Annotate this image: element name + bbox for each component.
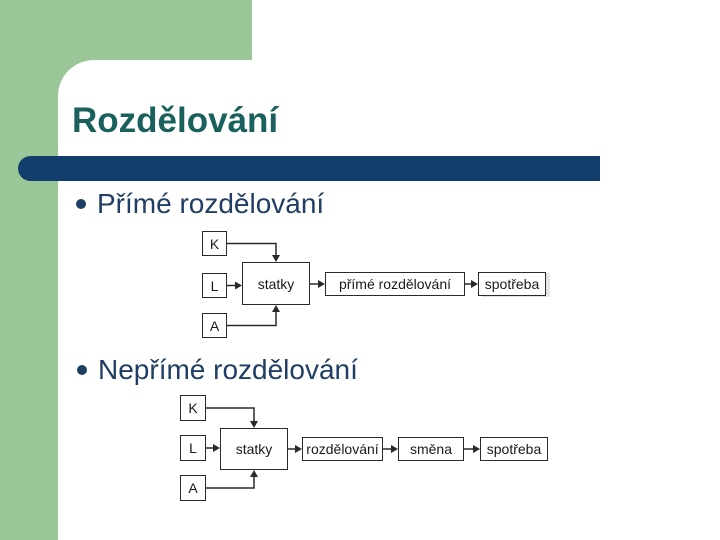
consumption-box: spotřeba [480, 437, 548, 461]
input-box-l: L [202, 273, 227, 298]
arrowhead-icons [213, 421, 480, 477]
goods-box: statky [220, 428, 288, 470]
exchange-box: směna [398, 437, 464, 461]
input-box-l: L [180, 435, 206, 461]
input-box-k: K [180, 395, 206, 421]
bullet-item-indirect: Nepřímé rozdělování [77, 356, 358, 384]
process-box: rozdělování [302, 437, 383, 461]
bullet-label: Nepřímé rozdělování [98, 354, 358, 385]
process-box: přímé rozdělování [325, 272, 465, 296]
bullet-dot-icon [76, 199, 86, 209]
input-box-a: A [202, 313, 227, 338]
input-box-a: A [180, 475, 206, 501]
bullet-dot-icon [77, 365, 87, 375]
arrowhead-icons [235, 255, 478, 312]
diagram-connectors [227, 242, 478, 327]
consumption-box: spotřeba [478, 272, 546, 296]
title-accent-bar [18, 156, 600, 181]
direct-distribution-diagram: K L A statky přímé rozdělování spotřeba [180, 228, 565, 343]
content-panel [58, 60, 720, 540]
diagram-connectors [206, 407, 480, 489]
input-box-k: K [202, 231, 227, 256]
page-title: Rozdělování [72, 101, 279, 140]
bullet-label: Přímé rozdělování [97, 188, 325, 219]
indirect-distribution-diagram: K L A statky rozdělování směna spotřeba [165, 390, 560, 505]
goods-box: statky [242, 262, 310, 305]
bullet-item-direct: Přímé rozdělování [76, 190, 324, 218]
